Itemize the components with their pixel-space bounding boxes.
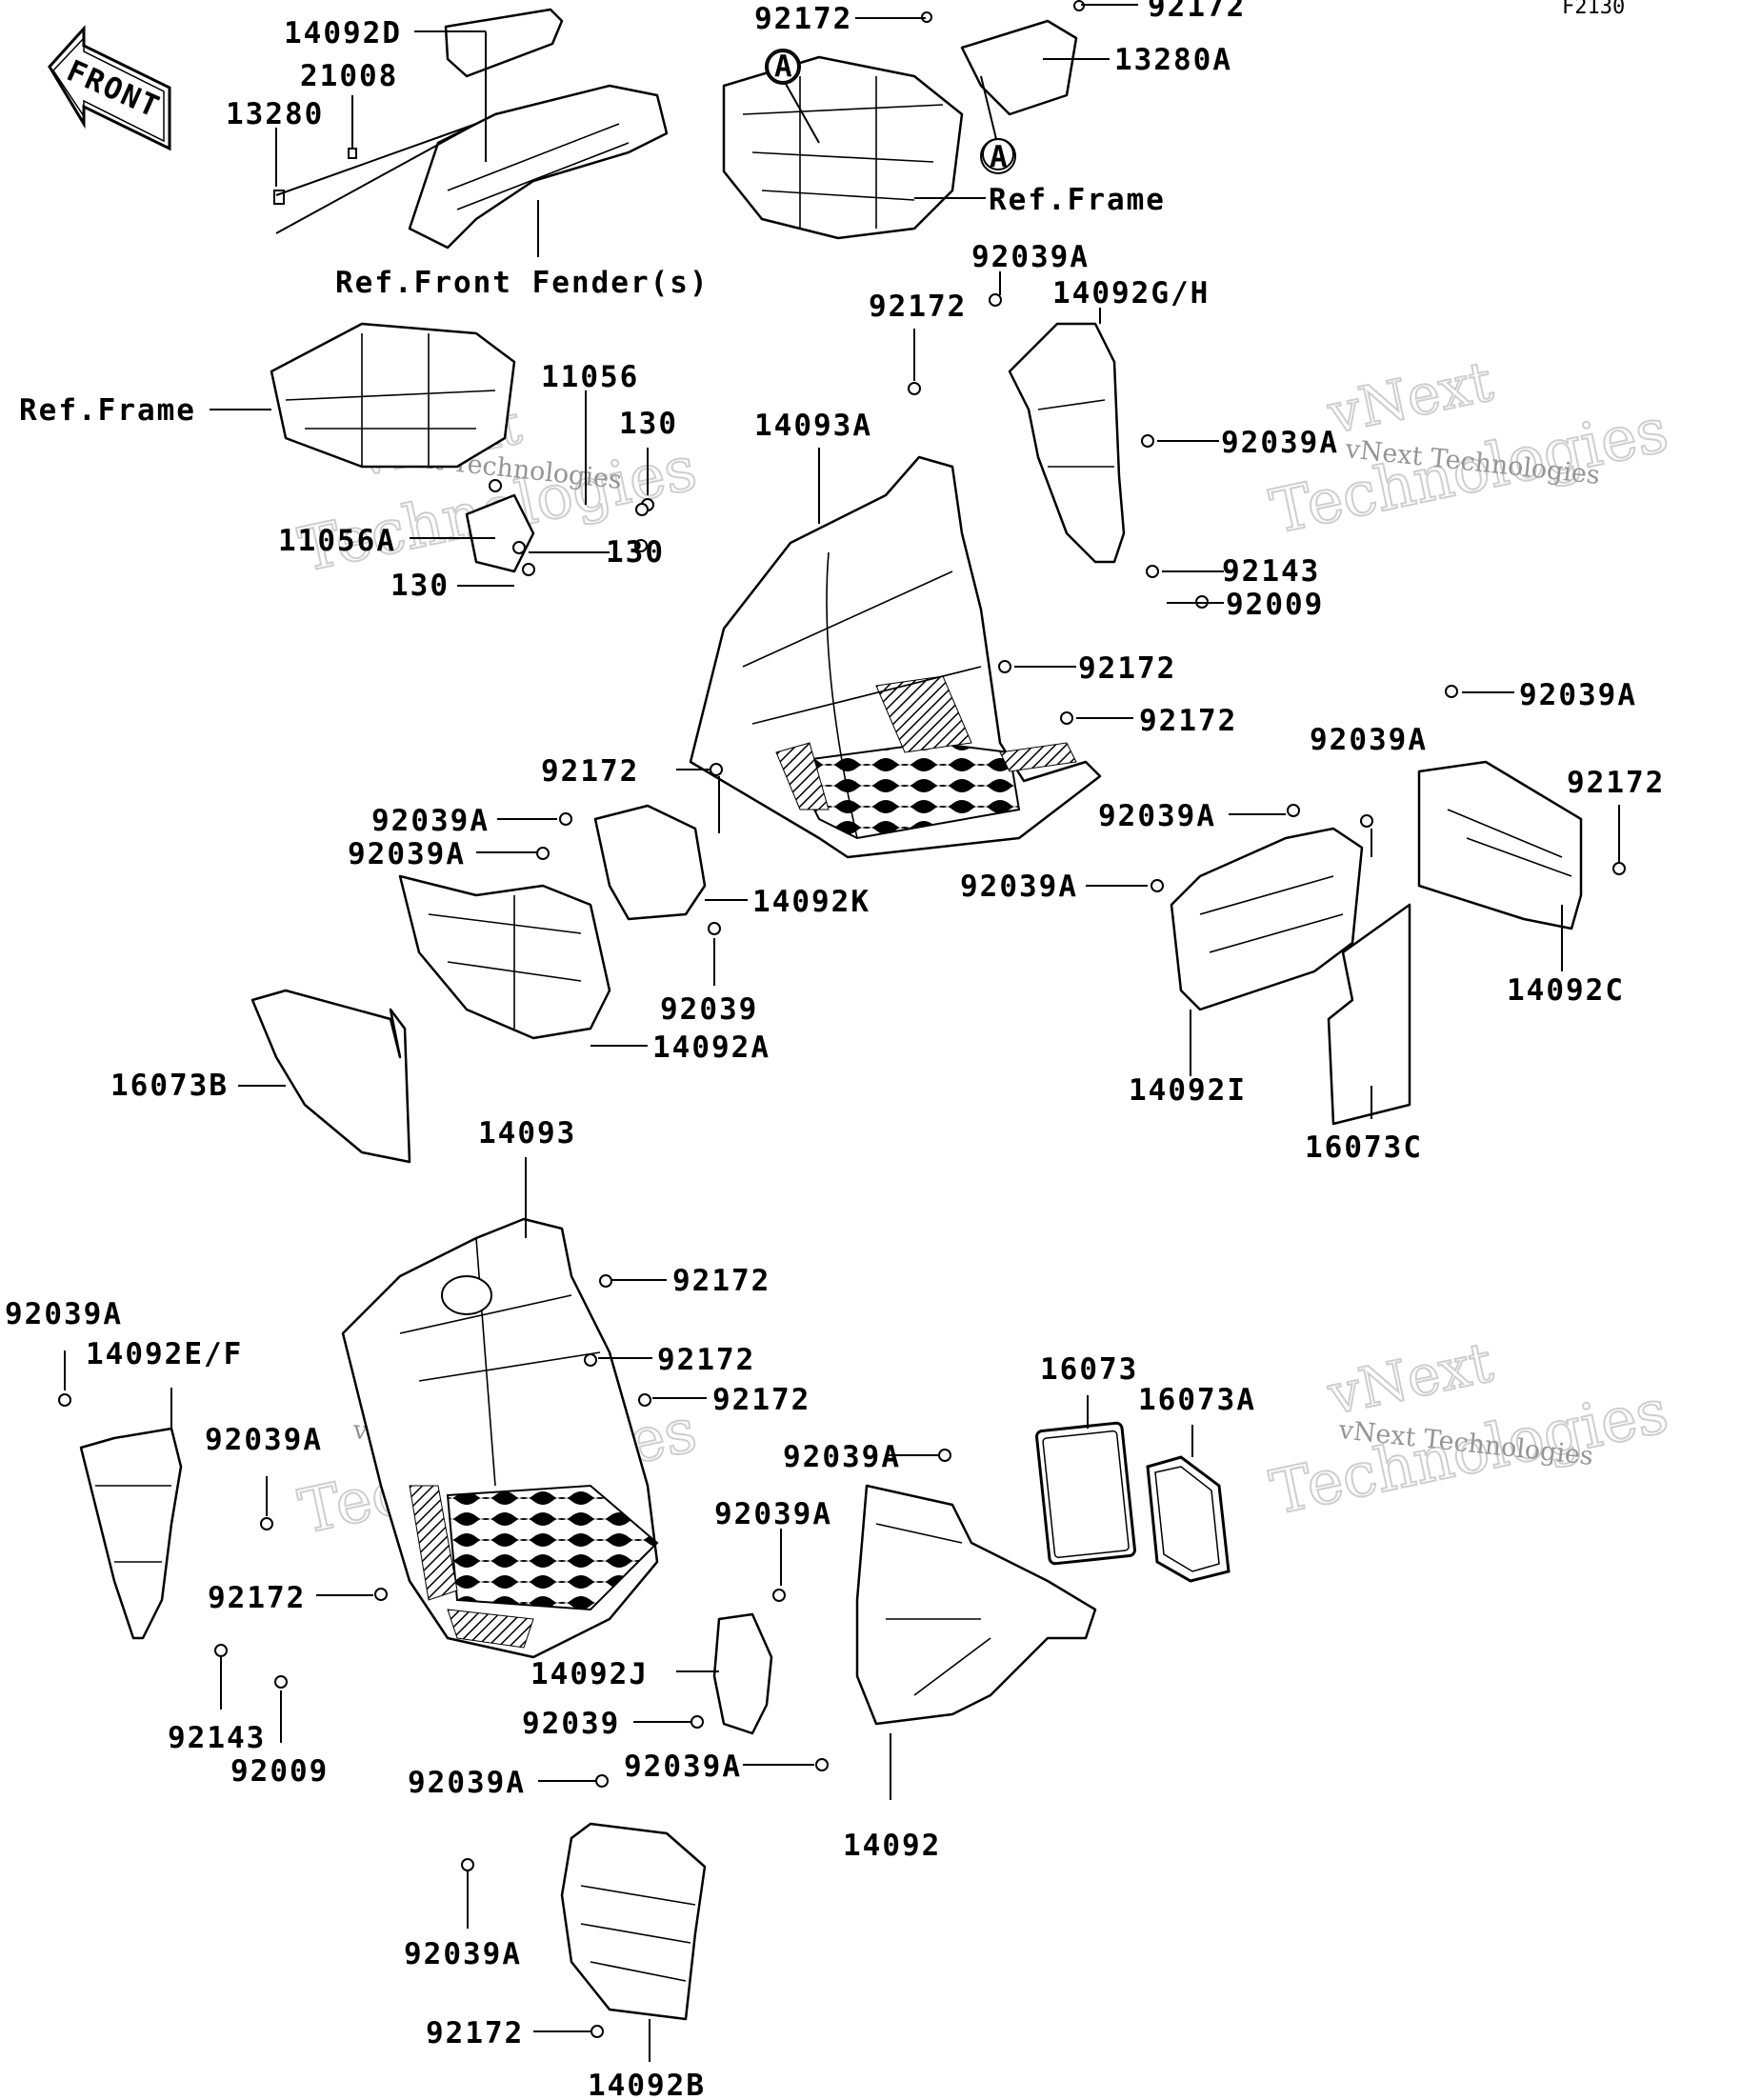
- part-14092J-panel: [712, 1612, 773, 1735]
- callout-92172-d: 92172: [1567, 766, 1665, 800]
- callout-14092A: 14092A: [652, 1030, 770, 1065]
- callout-92039A-9: 92039A: [5, 1297, 123, 1331]
- callout-92039A-4: 92039A: [1310, 723, 1428, 757]
- callout-92172-t2: 92172: [1148, 0, 1246, 24]
- callout-92039A-2: 92039A: [1221, 426, 1339, 460]
- part-14092A-cover: [398, 874, 611, 1040]
- callout-11056A: 11056A: [278, 524, 396, 558]
- callout-92039A-5: 92039A: [371, 804, 490, 838]
- ref-circle-a1: [765, 49, 801, 85]
- callout-ref-front-fender: Ref.Front Fender(s): [335, 266, 710, 300]
- callout-13280A: 13280A: [1114, 43, 1232, 77]
- callout-92039A-1: 92039A: [971, 240, 1090, 274]
- callout-14092: 14092: [843, 1829, 941, 1863]
- callout-92039A-14: 92039A: [408, 1766, 526, 1800]
- callout-14092K: 14092K: [752, 885, 870, 919]
- part-14093A-floor: [689, 455, 1102, 859]
- callout-A2: A: [990, 140, 1010, 174]
- callout-16073C: 16073C: [1305, 1130, 1423, 1165]
- part-16073A-pad: [1146, 1455, 1231, 1583]
- callout-92172-j: 92172: [426, 2016, 524, 2050]
- callout-14092J: 14092J: [530, 1657, 649, 1691]
- leader-lines: [64, 4, 1620, 2062]
- callout-92039-b: 92039: [522, 1707, 620, 1741]
- callout-ref-frame-2: Ref.Frame: [19, 393, 196, 428]
- callout-92172-a: 92172: [869, 290, 967, 324]
- callout-14092B: 14092B: [588, 2069, 706, 2100]
- callout-92039-a: 92039: [660, 992, 758, 1027]
- svg-text:vNext: vNext: [1322, 349, 1498, 447]
- callout-92172-f: 92172: [672, 1264, 770, 1298]
- callout-92039A-6: 92039A: [348, 837, 466, 871]
- callout-92172-t1: 92172: [754, 2, 852, 36]
- part-14092I-cover: [1170, 827, 1364, 1011]
- callout-92143-b: 92143: [168, 1721, 266, 1755]
- callout-92172-g: 92172: [657, 1343, 755, 1377]
- callout-92039A-13: 92039A: [624, 1750, 742, 1784]
- callout-16073B: 16073B: [110, 1069, 229, 1103]
- part-14092-cover: [855, 1484, 1097, 1726]
- callout-130-a: 130: [619, 407, 678, 441]
- callout-13280: 13280: [226, 97, 324, 131]
- svg-text:vNext: vNext: [1322, 1330, 1498, 1428]
- part-14092B-cover: [560, 1822, 707, 2021]
- callout-A1: A: [774, 50, 794, 84]
- callout-92172-e: 92172: [541, 754, 639, 789]
- part-14092C-cover: [1417, 760, 1583, 930]
- callout-92039A-10: 92039A: [205, 1423, 323, 1457]
- callout-92039A-15: 92039A: [404, 1937, 522, 1971]
- callout-92039A-8: 92039A: [960, 870, 1078, 904]
- callout-14093A: 14093A: [754, 409, 872, 443]
- callout-14092GH: 14092G/H: [1052, 276, 1210, 310]
- callout-92143-a: 92143: [1222, 554, 1320, 589]
- callout-14092I: 14092I: [1129, 1073, 1247, 1108]
- part-14093-floor: [341, 1217, 659, 1659]
- callout-92009-b: 92009: [230, 1754, 329, 1789]
- callout-14092C: 14092C: [1507, 973, 1625, 1008]
- fastener-icons: [58, 0, 1626, 2038]
- callout-16073: 16073: [1040, 1352, 1138, 1387]
- callout-14092EF: 14092E/F: [86, 1337, 243, 1371]
- callout-92172-h: 92172: [712, 1383, 810, 1417]
- callout-11056: 11056: [541, 360, 639, 394]
- callout-130-c: 130: [390, 569, 450, 603]
- callout-92039A-7: 92039A: [1098, 799, 1216, 833]
- callout-labels: 14092D 21008 13280 Ref.Front Fender(s) 9…: [5, 0, 1665, 2100]
- watermark-lower-right: vNext Technologies vNext Technologies: [1264, 1329, 1675, 1530]
- callout-92172-b: 92172: [1078, 651, 1176, 686]
- part-14092K-panel: [593, 804, 707, 921]
- part-14092EF-cover: [79, 1427, 183, 1640]
- part-frame-left: [270, 322, 535, 573]
- callout-14093: 14093: [478, 1116, 576, 1150]
- part-16073B-insulator: [250, 989, 411, 1164]
- callout-92172-c: 92172: [1139, 704, 1237, 738]
- front-arrow-icon: [48, 25, 171, 151]
- callout-ref-frame-1: Ref.Frame: [989, 183, 1166, 217]
- callout-92172-i: 92172: [208, 1581, 306, 1615]
- part-14092GH-cover: [1008, 322, 1126, 564]
- callout-92039A-3: 92039A: [1519, 678, 1637, 712]
- ref-circle-a2: [980, 138, 1016, 174]
- callout-92039A-11: 92039A: [783, 1440, 901, 1474]
- callout-16073A: 16073A: [1138, 1383, 1256, 1417]
- part-16073C-insulator: [1327, 903, 1411, 1126]
- callout-92009-a: 92009: [1226, 588, 1324, 622]
- callout-21008: 21008: [300, 59, 398, 93]
- part-16073-pad: [1035, 1421, 1136, 1566]
- callout-92039A-12: 92039A: [714, 1497, 832, 1531]
- callout-14092D: 14092D: [284, 16, 402, 50]
- diagram-code: F2130: [1562, 0, 1625, 19]
- part-frame-top: [722, 19, 1078, 240]
- callout-130-b: 130: [606, 535, 665, 570]
